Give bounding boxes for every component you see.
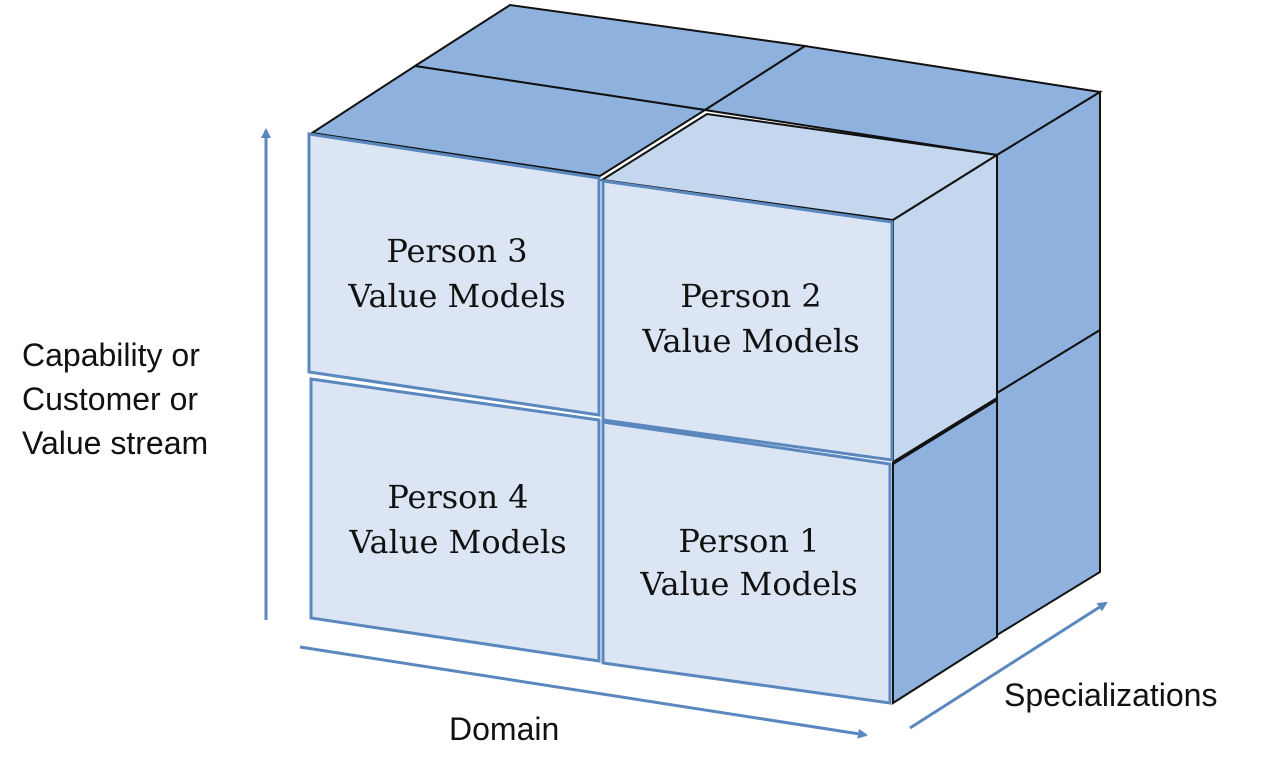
front-face-person3 [307,132,601,417]
horizontal-axis-label: Domain [449,711,559,747]
side-face-person1 [892,398,998,705]
front-face-person1 [601,420,892,705]
vertical-axis-label-line3: Value stream [22,425,208,461]
front-face-person2 [601,179,894,462]
person4-value-models: Value Models [348,523,566,561]
front-side-layer [892,153,998,705]
person3-value-models: Value Models [347,277,565,315]
person2-value-models: Value Models [641,322,859,360]
person2-name: Person 2 [680,277,821,315]
depth-axis-label: Specializations [1004,677,1217,713]
front-face-layer [307,132,894,705]
horizontal-axis-arrow [299,645,868,739]
depth-axis-arrow [909,601,1108,730]
axis-labels: Capability or Customer or Value stream D… [22,337,1217,747]
axes [261,128,1108,739]
person3-name: Person 3 [386,232,527,270]
person1-value-models: Value Models [639,565,857,603]
person1-name: Person 1 [678,522,819,560]
back-layer [412,3,1103,637]
vertical-axis-label-line1: Capability or [22,337,200,373]
front-face-person4 [309,377,601,663]
vertical-axis-label-line2: Customer or [22,381,198,417]
cube-labels: Person 3 Value Models Person 2 Value Mod… [347,232,859,603]
person4-name: Person 4 [387,478,528,516]
top-face-person3 [309,64,708,178]
